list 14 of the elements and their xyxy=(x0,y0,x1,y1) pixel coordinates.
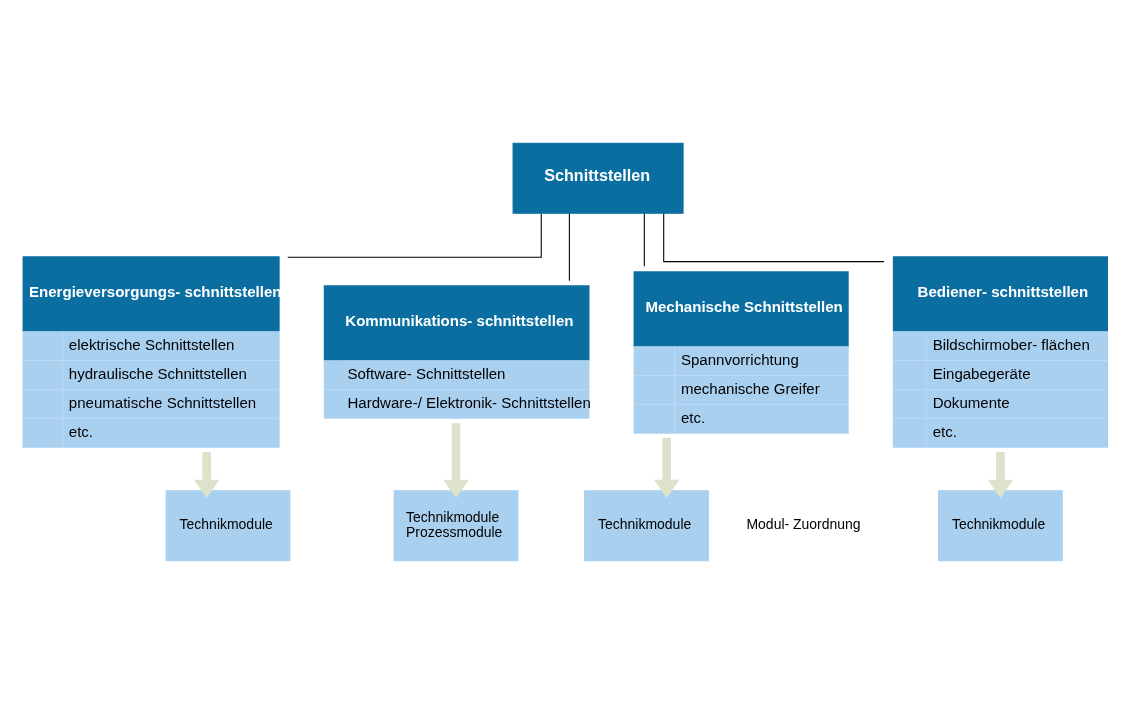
node-box: Technikmodule xyxy=(584,490,709,562)
node-box: Technikmodule xyxy=(165,490,291,562)
node-box: Technikmodule Prozessmodule xyxy=(393,490,519,562)
node-box: Schnittstellen xyxy=(512,142,684,214)
arrow xyxy=(653,437,680,498)
connector xyxy=(287,213,542,258)
arrow xyxy=(443,423,469,499)
connector xyxy=(663,213,885,263)
node-box: Technikmodule xyxy=(938,490,1063,562)
connector xyxy=(643,212,645,267)
label: Modul- Zuordnung xyxy=(746,516,861,533)
arrow xyxy=(987,452,1014,498)
connector xyxy=(568,212,570,282)
arrow xyxy=(193,452,220,498)
